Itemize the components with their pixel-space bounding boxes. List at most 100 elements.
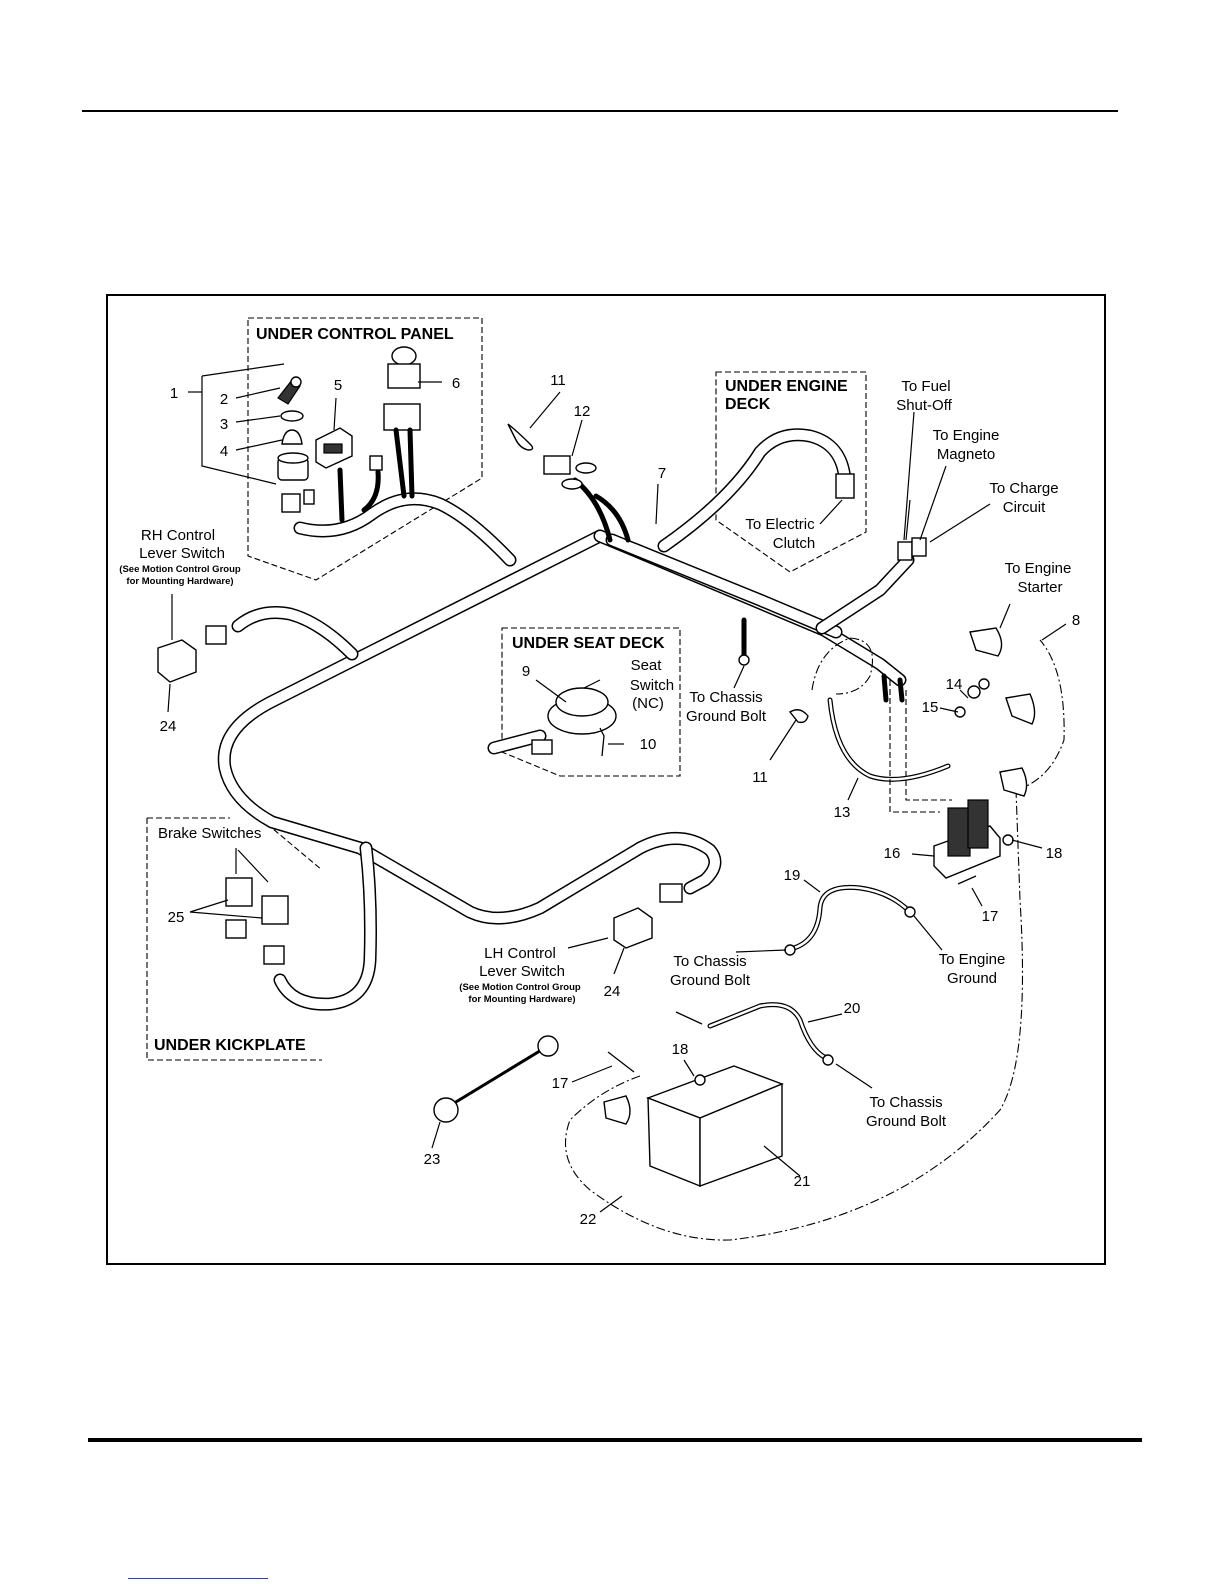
callout-1: 1 [170,385,178,402]
tie-strap-11b [788,709,809,724]
callout-11b: 11 [752,769,768,786]
rh-control-label-1: RH Control [141,527,215,544]
callout-13: 13 [834,804,851,821]
terminal-boot-2 [1005,693,1036,725]
callout-7: 7 [658,465,666,482]
bottom-rule [88,1438,1142,1442]
kickplate-heading: UNDER KICKPLATE [154,1037,306,1054]
rh-note-1: (See Motion Control Group [119,564,241,575]
seat-switch-label-3: (NC) [632,695,664,712]
terminal-boot-4 [603,1095,631,1125]
callout-9: 9 [522,663,530,680]
rh-control-label-2: Lever Switch [139,545,225,562]
screw-10 [599,727,605,757]
seat-switch-label-2: Switch [630,677,674,694]
cable-20 [707,1002,829,1061]
rh-control-switch-icon [157,625,227,683]
terminal-boot-1 [969,627,1003,657]
callout-8: 8 [1072,612,1080,629]
brake-switches-label: Brake Switches [158,825,261,842]
seat-deck-box [501,627,681,777]
kickplate-box [146,817,323,1061]
tie-strap-11a [507,423,534,451]
chassis-ground-label-3a: To Chassis [869,1094,942,1111]
callout-20: 20 [844,1000,861,1017]
engine-connector [897,499,927,561]
chassis-ground-label-1a: To Chassis [689,689,762,706]
callout-6: 6 [452,375,460,392]
brake-switch-icon [225,877,289,965]
lh-note-2: for Mounting Hardware) [468,994,575,1005]
control-panel-box [247,317,483,581]
footer-link-underline[interactable] [128,1578,268,1579]
electric-clutch-label-1: To Electric [745,516,815,533]
lh-control-label-2: Lever Switch [479,963,565,980]
engine-deck-box [715,371,867,573]
charge-circuit-label-2: Circuit [1003,499,1046,516]
rh-note-2: for Mounting Hardware) [126,576,233,587]
lh-control-label-1: LH Control [484,945,556,962]
battery-icon [646,1065,784,1188]
engine-ground-label-2: Ground [947,970,997,987]
chassis-ground-label-1b: Ground Bolt [686,708,767,725]
callout-24b: 24 [604,983,621,1000]
electric-clutch-label-2: Clutch [773,535,816,552]
callout-16: 16 [884,845,901,862]
engine-magneto-label-1: To Engine [933,427,1000,444]
engine-deck-heading-1: UNDER ENGINE [725,378,848,395]
leader-lines [167,363,1067,1213]
clutch-connector [835,473,855,499]
hour-meter-icon [315,427,353,469]
callout-17b: 17 [552,1075,569,1092]
callout-12: 12 [574,403,591,420]
engine-magneto-label-2: Magneto [937,446,995,463]
engine-starter-label-2: Starter [1017,579,1062,596]
battery-hold-down-rod [433,1035,559,1123]
callout-15: 15 [922,699,939,716]
callout-18b: 18 [672,1041,689,1058]
ignition-connector [281,489,315,513]
callout-5: 5 [334,377,342,394]
callout-21: 21 [794,1173,811,1190]
ignition-switch-icon [277,452,309,481]
fuel-shutoff-label-2: Shut-Off [896,397,952,414]
fuel-shutoff-label-1: To Fuel [901,378,950,395]
chassis-ground-label-2b: Ground Bolt [670,972,751,989]
ignition-nut [280,410,304,422]
seat-deck-heading: UNDER SEAT DECK [512,635,665,652]
callout-4: 4 [220,443,228,460]
engine-deck-heading-2: DECK [725,396,771,413]
pto-switch-icon [383,346,421,499]
callout-23: 23 [424,1151,441,1168]
chassis-ground-label-3b: Ground Bolt [866,1113,947,1130]
callout-10: 10 [640,736,657,753]
callout-22: 22 [580,1211,597,1228]
engine-starter-label-1: To Engine [1005,560,1072,577]
charge-circuit-label-1: To Charge [989,480,1058,497]
seat-switch-icon [531,687,617,755]
ignition-bezel [281,429,303,445]
callout-14: 14 [946,676,963,693]
seat-switch-label-1: Seat [631,657,663,674]
terminal-boot-3 [999,767,1028,797]
chassis-ground-label-2a: To Chassis [673,953,746,970]
callout-2: 2 [220,391,228,408]
callout-24a: 24 [160,718,177,735]
callout-19: 19 [784,867,801,884]
control-panel-heading: UNDER CONTROL PANEL [256,326,454,343]
diagram-frame [106,294,1106,1265]
callout-17a: 17 [982,908,999,925]
lh-control-switch-icon [613,883,683,949]
callout-25: 25 [168,909,185,926]
cable-19 [791,884,913,951]
top-rule [82,110,1118,112]
engine-ground-label-1: To Engine [939,951,1006,968]
connector-12 [543,455,597,490]
cable-22 [564,789,1024,1241]
main-harness [217,428,915,1011]
lh-note-1: (See Motion Control Group [459,982,581,993]
starter-solenoid-icon [933,799,1001,879]
callout-numbers: 1 2 3 4 5 6 7 8 9 10 11 11 12 13 14 15 1… [160,372,1081,1228]
callout-3: 3 [220,416,228,433]
